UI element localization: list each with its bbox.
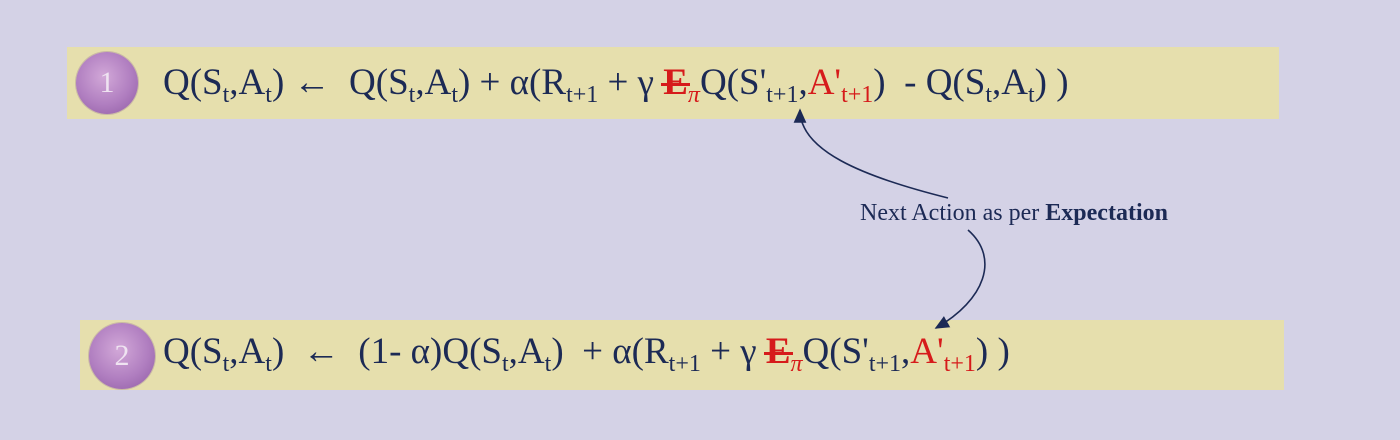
equation-1-number: 1 [99,66,115,99]
eq1-reward-sub: t+1 [566,82,599,108]
eq2-next-action: A' [910,331,944,372]
eq2-lhs-close: ) [271,331,285,372]
eq2-reward-sub: t+1 [668,351,701,377]
eq1-minus-a: ,A [991,62,1028,103]
eq1-q-next: Q(S' [699,62,767,103]
eq1-comma: , [798,62,808,103]
eq1-rhs-s-sub: t [408,82,416,108]
eq2-lhs-a-sub: t [265,351,272,377]
eq1-rhs-a: ,A [415,62,452,103]
equation-2-band [80,320,1284,390]
eq2-gamma: + γ [700,331,766,372]
equation-1: Q(St,At) ← Q(St,At) + α(Rt+1 + γ EπQ(S't… [163,62,1069,107]
eq1-next-action: A' [807,62,842,103]
equation-2-number-badge: 2 [89,323,155,389]
equation-1-band [67,47,1279,119]
eq2-mid-a-sub: t [544,351,552,377]
annotation-bold-text: Expectation [1045,200,1168,226]
eq1-lhs-a: ,A [229,62,266,103]
eq2-mid-a: ,A [508,331,545,372]
eq1-gamma: + γ [598,62,664,103]
arrow-to-equation-2 [934,229,986,329]
eq2-expectation-symbol: E [763,331,793,372]
eq2-comma: , [901,331,911,372]
eq1-lhs-close: ) [271,62,285,103]
eq2-s-next-sub: t+1 [868,351,902,377]
eq2-assign-arrow: ← [284,331,359,372]
eq2-policy-symbol: π [790,351,803,377]
eq2-tail: ) ) [975,331,1010,372]
equation-2: Q(St,At) ← (1- α)Q(St,At) + α(Rt+1 + γ E… [163,331,1010,376]
eq1-lhs-s-sub: t [222,82,230,108]
eq2-next-action-sub: t+1 [943,351,976,377]
eq1-s-next-sub: t+1 [766,82,799,108]
eq2-lhs-q: Q(S [163,331,223,372]
equation-1-number-badge: 1 [76,52,138,114]
annotation-label: Next Action as per Expectation [860,200,1168,227]
eq1-assign-arrow: ← [284,62,340,103]
eq2-lhs-s-sub: t [222,351,230,377]
eq2-alpha-reward: ) + α(R [551,331,669,372]
eq1-minus-q: ) - Q(S [873,62,986,103]
eq1-minus-s-sub: t [985,82,992,108]
eq1-next-action-sub: t+1 [841,82,874,108]
equation-2-number: 2 [114,339,130,372]
annotation-text: Next Action as per [860,200,1046,226]
eq2-q-next: Q(S' [802,331,869,372]
arrow-to-equation-1 [793,108,949,199]
eq1-lhs-q: Q(S [163,62,223,103]
eq1-tail: ) ) [1034,62,1069,103]
eq1-policy-symbol: π [687,82,700,108]
eq1-rhs-a-sub: t [451,82,458,108]
eq2-mid-s-sub: t [502,351,509,377]
eq2-one-minus-alpha-q: (1- α)Q(S [358,331,502,372]
eq1-minus-a-sub: t [1027,82,1035,108]
eq1-rhs-q: Q(S [339,62,409,103]
eq1-expectation-symbol: E [661,62,690,103]
eq2-lhs-a: ,A [229,331,266,372]
eq1-lhs-a-sub: t [265,82,272,108]
eq1-alpha-reward: ) + α(R [457,62,567,103]
